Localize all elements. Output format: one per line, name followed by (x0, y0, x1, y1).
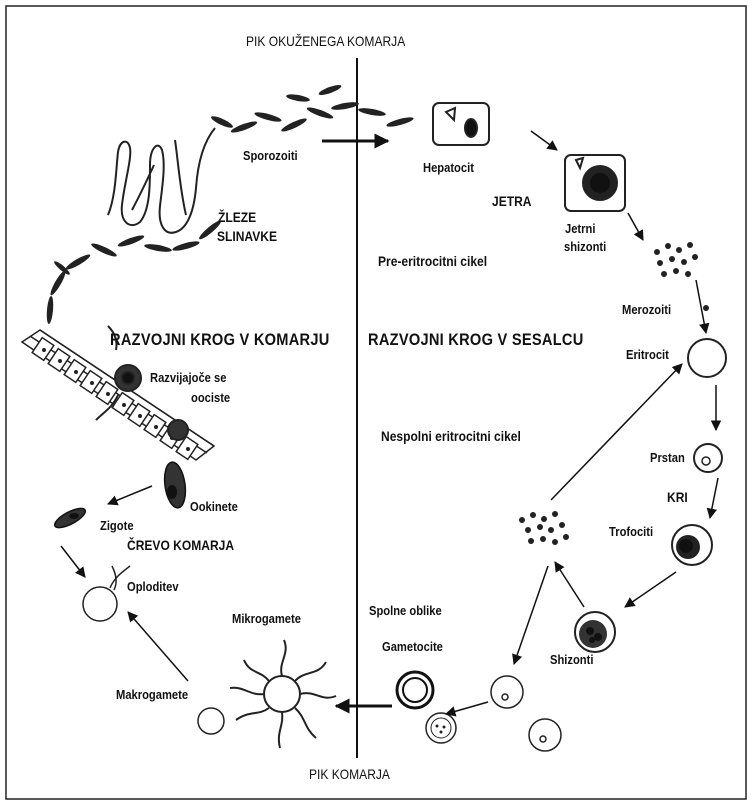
sporozoites-label: Sporozoiti (243, 149, 298, 163)
immature-gametocyte-cell (491, 676, 561, 751)
infected-bite-title: PIK OKUŽENEGA KOMARJA (246, 34, 405, 49)
pre-erythrocytic-cycle-label: Pre-eritrocitni cikel (378, 254, 487, 269)
oocysts-label-1: Razvijajoče se (150, 371, 226, 385)
hepatocyte-label: Hepatocit (423, 161, 474, 175)
macrogamete-cell (198, 708, 224, 734)
merozoites-blood (519, 511, 569, 545)
salivary-glands-label-2: SLINAVKE (217, 229, 277, 244)
fertilization-label: Oploditev (127, 580, 179, 594)
trophozoite-cell (672, 525, 712, 565)
erythrocyte-cell (688, 339, 726, 377)
oocysts-label-2: oociste (191, 391, 230, 405)
mammal-cycle-heading: RAZVOJNI KROG V SESALCU (368, 331, 584, 350)
microgametes-label: Mikrogamete (232, 612, 301, 626)
zygote-label: Zigote (100, 519, 134, 533)
fertilization-cell (83, 566, 130, 621)
sporozoite-chain (46, 83, 415, 324)
blood-label: KRI (667, 490, 688, 505)
mosquito-bite-title: PIK KOMARJA (309, 767, 390, 782)
merozoites-liver (654, 242, 698, 277)
salivary-gland-shape (108, 128, 215, 233)
gametocytes-label: Gametocite (382, 640, 443, 654)
merozoite-entering (703, 305, 709, 311)
liver-schizonts-label-1: Jetrni (565, 222, 595, 236)
microgamete-cell (230, 640, 336, 748)
schizonts-label: Shizonti (550, 653, 593, 667)
trophozoites-label: Trofociti (609, 525, 653, 539)
hepatocyte-cell (433, 103, 489, 145)
erythrocyte-label: Eritrocit (626, 348, 669, 362)
mosquito-cycle-heading: RAZVOJNI KROG V KOMARJU (110, 331, 330, 350)
salivary-glands-label-1: ŽLEZE (218, 210, 256, 225)
gametocyte-cell (397, 672, 456, 743)
ring-stage-cell (694, 444, 722, 472)
asexual-erythrocytic-cycle-label: Nespolni eritrocitni cikel (381, 429, 521, 444)
ookinete-label: Ookinete (190, 500, 238, 514)
ookinete-cell (162, 461, 188, 509)
zygote-cell (52, 505, 88, 532)
liver-label: JETRA (492, 194, 531, 209)
macrogamete-label: Makrogamete (116, 688, 188, 702)
sexual-forms-label: Spolne oblike (369, 604, 442, 618)
ring-label: Prstan (650, 451, 685, 465)
liver-schizonts-label-2: shizonti (564, 240, 606, 254)
mosquito-gut-label: ČREVO KOMARJA (127, 538, 234, 553)
merozoites-label: Merozoiti (622, 303, 671, 317)
schizont-cell (575, 612, 615, 652)
liver-schizont-cell (565, 155, 625, 211)
